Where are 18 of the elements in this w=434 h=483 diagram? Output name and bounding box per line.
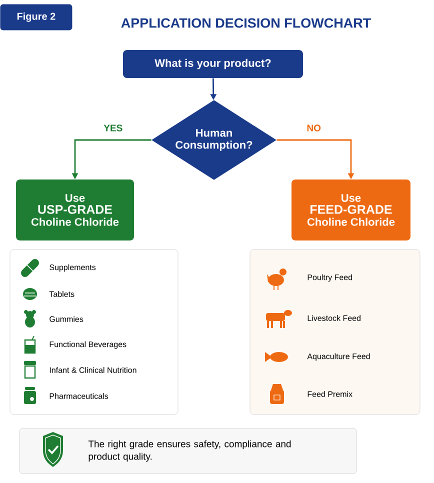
list-item: Poultry Feed — [308, 274, 352, 282]
list-item: Livestock Feed — [308, 315, 360, 321]
list-item: Gummies — [50, 316, 84, 322]
list-item: Supplements — [50, 264, 96, 272]
list-item: Pharmaceuticals — [50, 393, 108, 399]
list-item: Functional Beverages — [50, 341, 126, 349]
process-box: Use USP-GRADE Choline Chloride — [16, 180, 134, 240]
edge-label: NO — [306, 124, 322, 132]
figure-tag: Figure 2 — [0, 4, 72, 30]
title: APPLICATION DECISION FLOWCHART — [121, 18, 371, 28]
note-text: The right grade ensures safety, compliance and product quality. — [88, 440, 291, 462]
list-item: Tablets — [49, 291, 74, 297]
list-item: Infant & Clinical Nutrition — [50, 367, 136, 373]
process-box: What is your product? — [123, 50, 303, 78]
list-item: Feed Premix — [308, 391, 352, 397]
edge-label: YES — [102, 124, 124, 132]
process-box: Use FEED-GRADE Choline Chloride — [292, 180, 410, 240]
list-item: Aquaculture Feed — [307, 353, 370, 361]
